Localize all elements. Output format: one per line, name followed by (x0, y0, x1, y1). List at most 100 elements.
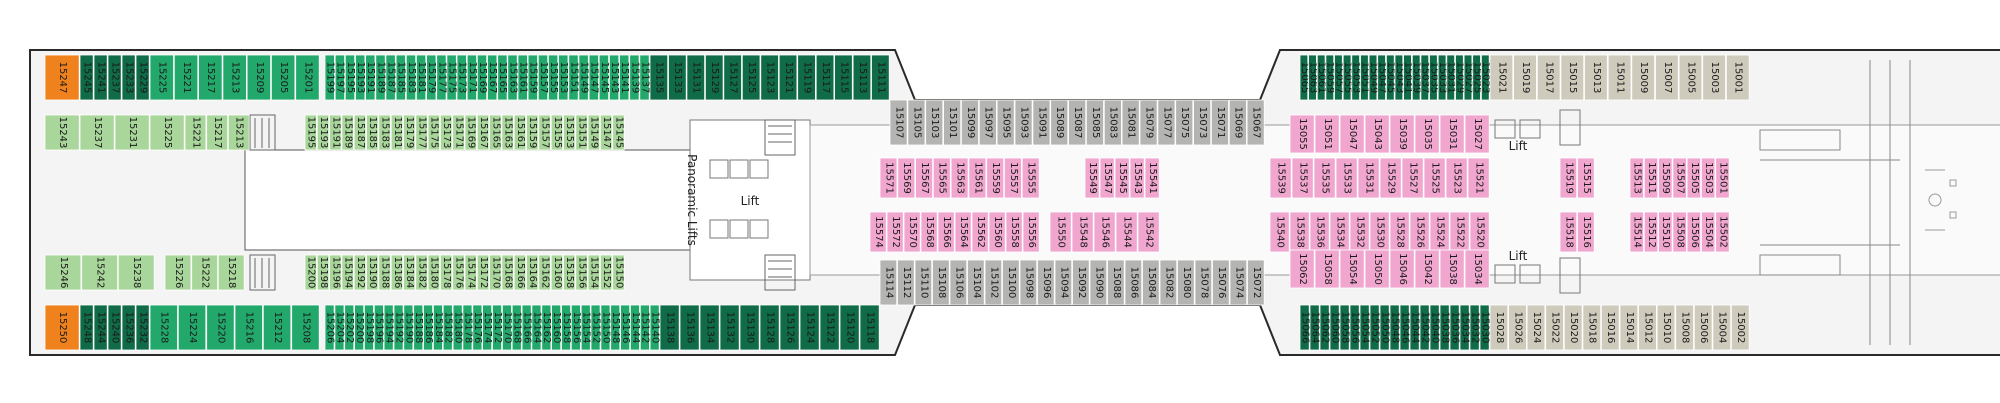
cabin-15183[interactable] (405, 54, 417, 101)
cabin-15057[interactable] (1334, 54, 1343, 101)
cabin-15085[interactable] (1086, 99, 1104, 146)
cabin-15046[interactable] (1399, 304, 1410, 351)
cabin-15182[interactable] (442, 304, 453, 351)
cabin-15178[interactable] (462, 304, 473, 351)
cabin-15079[interactable] (1139, 99, 1158, 146)
cabin-15076[interactable] (1212, 259, 1230, 306)
cabin-15051[interactable] (1314, 114, 1340, 154)
cabin-15001[interactable] (1726, 54, 1750, 101)
cabin-15078[interactable] (1194, 259, 1213, 306)
cabin-15182[interactable] (415, 254, 428, 291)
cabin-15032[interactable] (1469, 304, 1480, 351)
cabin-15121[interactable] (778, 54, 798, 101)
cabin-15174[interactable] (482, 304, 493, 351)
cabin-15004[interactable] (1712, 304, 1732, 351)
cabin-15248[interactable] (79, 304, 94, 351)
cabin-15555[interactable] (1021, 157, 1040, 199)
cabin-15240[interactable] (107, 304, 122, 351)
cabin-15154[interactable] (580, 304, 591, 351)
cabin-15186[interactable] (390, 254, 404, 291)
cabin-15010[interactable] (1656, 304, 1676, 351)
cabin-15007[interactable] (1655, 54, 1679, 101)
cabin-15065[interactable] (1299, 54, 1309, 101)
cabin-15231[interactable] (114, 114, 150, 151)
cabin-15120[interactable] (839, 304, 860, 351)
cabin-15168[interactable] (501, 254, 514, 291)
cabin-15154[interactable] (587, 254, 600, 291)
cabin-15009[interactable] (1631, 54, 1656, 101)
cabin-15149[interactable] (587, 114, 600, 151)
cabin-15072[interactable] (1247, 259, 1265, 306)
cabin-15123[interactable] (760, 54, 779, 101)
cabin-15145[interactable] (612, 114, 625, 151)
cabin-15035[interactable] (1414, 114, 1440, 154)
cabin-15537[interactable] (1291, 157, 1314, 199)
cabin-15018[interactable] (1582, 304, 1602, 351)
cabin-15034[interactable] (1464, 249, 1490, 289)
cabin-15143[interactable] (609, 54, 620, 101)
cabin-15110[interactable] (914, 259, 933, 306)
cabin-15084[interactable] (1142, 259, 1160, 306)
cabin-15077[interactable] (1157, 99, 1176, 146)
cabin-15561[interactable] (968, 157, 987, 199)
cabin-15181[interactable] (415, 54, 427, 101)
cabin-15206[interactable] (324, 304, 335, 351)
cabin-15175[interactable] (446, 54, 457, 101)
cabin-15195[interactable] (304, 114, 317, 151)
cabin-15105[interactable] (907, 99, 926, 146)
cabin-15236[interactable] (121, 304, 136, 351)
cabin-15039[interactable] (1411, 54, 1421, 101)
cabin-15162[interactable] (538, 254, 551, 291)
cabin-15202[interactable] (344, 304, 355, 351)
cabin-15130[interactable] (739, 304, 760, 351)
cabin-15114[interactable] (879, 259, 898, 306)
cabin-15179[interactable] (426, 54, 437, 101)
cabin-15141[interactable] (619, 54, 630, 101)
cabin-15126[interactable] (779, 304, 800, 351)
cabin-15045[interactable] (1386, 54, 1395, 101)
cabin-15569[interactable] (897, 157, 916, 199)
cabin-15099[interactable] (961, 99, 979, 146)
cabin-15511[interactable] (1643, 157, 1659, 199)
cabin-15568[interactable] (920, 211, 938, 253)
cabin-15166[interactable] (521, 304, 532, 351)
cabin-15156[interactable] (575, 254, 588, 291)
cabin-15101[interactable] (943, 99, 962, 146)
cabin-15221[interactable] (184, 114, 207, 151)
cabin-15195[interactable] (344, 54, 356, 101)
cabin-15164[interactable] (526, 254, 539, 291)
cabin-15501[interactable] (1715, 157, 1730, 199)
cabin-15083[interactable] (1103, 99, 1122, 146)
cabin-15013[interactable] (1584, 54, 1608, 101)
cabin-15209[interactable] (246, 54, 272, 101)
cabin-15196[interactable] (329, 254, 342, 291)
cabin-15020[interactable] (1563, 304, 1583, 351)
cabin-15559[interactable] (986, 157, 1005, 199)
cabin-15019[interactable] (1513, 54, 1537, 101)
cabin-15170[interactable] (489, 254, 502, 291)
cabin-15132[interactable] (719, 304, 740, 351)
cabin-15183[interactable] (378, 114, 391, 151)
cabin-15502[interactable] (1715, 211, 1730, 253)
cabin-15036[interactable] (1449, 304, 1460, 351)
cabin-15069[interactable] (1228, 99, 1247, 146)
cabin-15033[interactable] (1437, 54, 1447, 101)
cabin-15562[interactable] (971, 211, 989, 253)
cabin-15189[interactable] (375, 54, 386, 101)
cabin-15527[interactable] (1401, 157, 1424, 199)
cabin-15103[interactable] (925, 99, 944, 146)
cabin-15160[interactable] (551, 304, 562, 351)
cabin-15008[interactable] (1675, 304, 1694, 351)
cabin-15543[interactable] (1129, 157, 1145, 199)
cabin-15556[interactable] (1022, 211, 1040, 253)
cabin-15091[interactable] (1032, 99, 1051, 146)
cabin-15047[interactable] (1339, 114, 1365, 154)
cabin-15056[interactable] (1349, 304, 1360, 351)
cabin-15028[interactable] (1489, 304, 1509, 351)
cabin-15034[interactable] (1459, 304, 1470, 351)
cabin-15166[interactable] (513, 254, 527, 291)
cabin-15531[interactable] (1357, 157, 1380, 199)
cabin-15181[interactable] (390, 114, 404, 151)
cabin-15014[interactable] (1619, 304, 1639, 351)
cabin-15160[interactable] (550, 254, 564, 291)
